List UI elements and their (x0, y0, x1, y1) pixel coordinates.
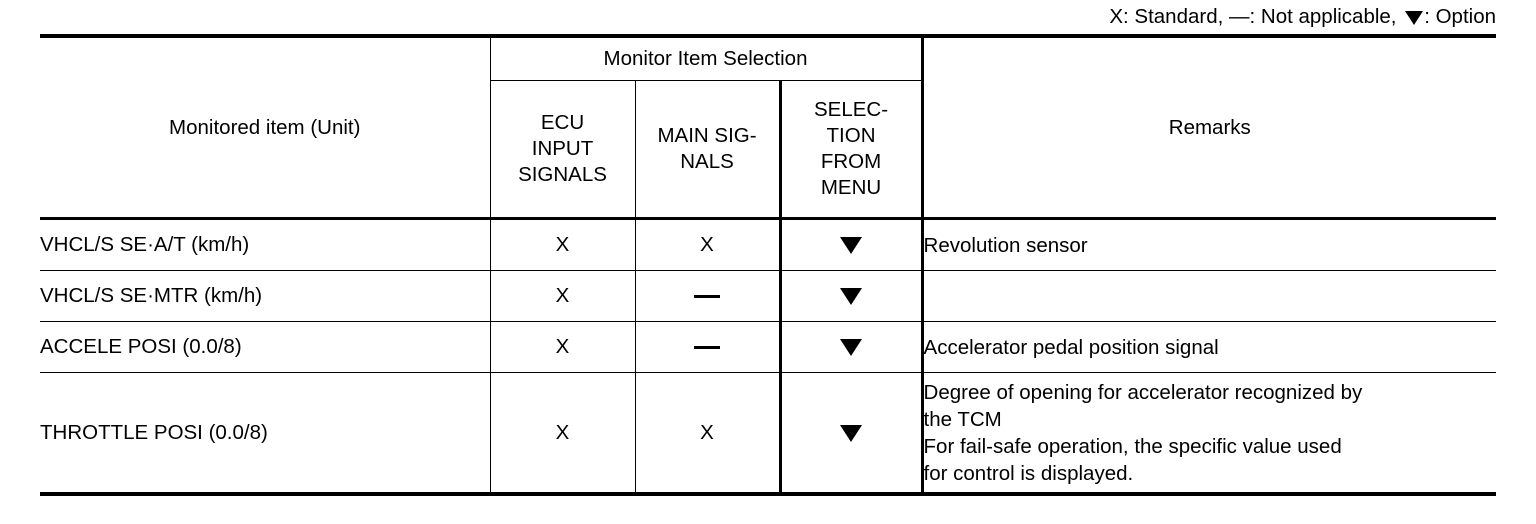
row-remarks-line: Revolution sensor (923, 233, 1088, 257)
table-row: VHCL/S SE·A/T (km/h) X X Revolution sens… (40, 218, 1497, 271)
table-row: VHCL/S SE·MTR (km/h) X (40, 270, 1497, 322)
row-ecu-mark: X (489, 218, 635, 271)
down-triangle-icon (840, 288, 863, 306)
row-remarks: Revolution sensor (920, 218, 1497, 271)
row-ecu-mark: X (489, 321, 635, 373)
em-dash-icon (694, 346, 720, 350)
header-selection-line-4: MENU (820, 176, 882, 199)
row-remarks-line: for control is displayed. (923, 461, 1134, 485)
header-ecu-line-1: ECU (540, 111, 585, 134)
row-item-label: VHCL/S SE·A/T (km/h) (40, 218, 490, 271)
header-selection-line-2: TION (826, 124, 876, 147)
row-item-label: THROTTLE POSI (0.0/8) (40, 372, 490, 496)
row-remarks (920, 270, 1497, 322)
down-triangle-icon (840, 237, 863, 255)
row-remarks: Degree of opening for accelerator recogn… (920, 372, 1497, 496)
row-selection-mark (778, 270, 923, 322)
header-main-line-2: NALS (680, 150, 734, 173)
row-main-mark (634, 270, 780, 322)
row-selection-mark (778, 218, 923, 271)
row-selection-mark (778, 321, 923, 373)
header-ecu-line-2: INPUT (531, 137, 594, 160)
row-main-mark (634, 321, 780, 373)
header-selection-line-1: SELEC- (813, 98, 889, 121)
header-main-signals: MAIN SIG- NALS (634, 80, 780, 220)
header-selection-line-3: FROM (820, 150, 882, 173)
row-ecu-mark: X (489, 372, 635, 496)
header-remarks: Remarks (920, 34, 1497, 220)
row-item-label: ACCELE POSI (0.0/8) (40, 321, 490, 373)
row-main-mark: X (634, 218, 780, 271)
header-monitored-item: Monitored item (Unit) (40, 34, 490, 220)
table-header-row-group: Monitored item (Unit) Monitor Item Selec… (40, 34, 1497, 220)
legend-not-applicable: —: Not applicable, (1229, 5, 1403, 28)
down-triangle-icon (1405, 11, 1424, 25)
header-selection-from-menu: SELEC- TION FROM MENU (778, 80, 923, 220)
header-ecu-input-signals: ECU INPUT SIGNALS (489, 80, 635, 220)
row-selection-mark (778, 372, 923, 496)
table-row: ACCELE POSI (0.0/8) X Accelerator pedal … (40, 321, 1497, 373)
row-item-label: VHCL/S SE·MTR (km/h) (40, 270, 490, 322)
em-dash-icon (694, 295, 720, 299)
header-monitor-item-selection: Monitor Item Selection (489, 34, 923, 81)
monitor-item-table-wrapper: Monitored item (Unit) Monitor Item Selec… (40, 34, 1497, 496)
row-remarks-line: For fail-safe operation, the specific va… (923, 434, 1342, 458)
row-remarks-line: the TCM (923, 407, 1002, 431)
row-remarks: Accelerator pedal position signal (920, 321, 1497, 373)
legend-line: X: Standard, —: Not applicable, : Option (40, 4, 1496, 30)
legend-standard: X: Standard, (1109, 5, 1229, 28)
row-remarks-line: Accelerator pedal position signal (923, 335, 1219, 359)
row-main-mark: X (634, 372, 780, 496)
down-triangle-icon (840, 339, 863, 357)
down-triangle-icon (840, 424, 863, 442)
table-header-row-sub: ECU INPUT SIGNALS MAIN SIG- NALS SELEC- … (40, 80, 1496, 220)
row-remarks-line: Degree of opening for accelerator recogn… (923, 380, 1363, 404)
table-row: THROTTLE POSI (0.0/8) X X Degree of open… (40, 372, 1497, 496)
header-main-line-1: MAIN SIG- (657, 124, 757, 147)
header-ecu-line-3: SIGNALS (518, 163, 607, 186)
legend-option: : Option (1424, 5, 1496, 28)
monitor-item-table: Monitored item (Unit) Monitor Item Selec… (40, 34, 1497, 496)
row-ecu-mark: X (489, 270, 635, 322)
